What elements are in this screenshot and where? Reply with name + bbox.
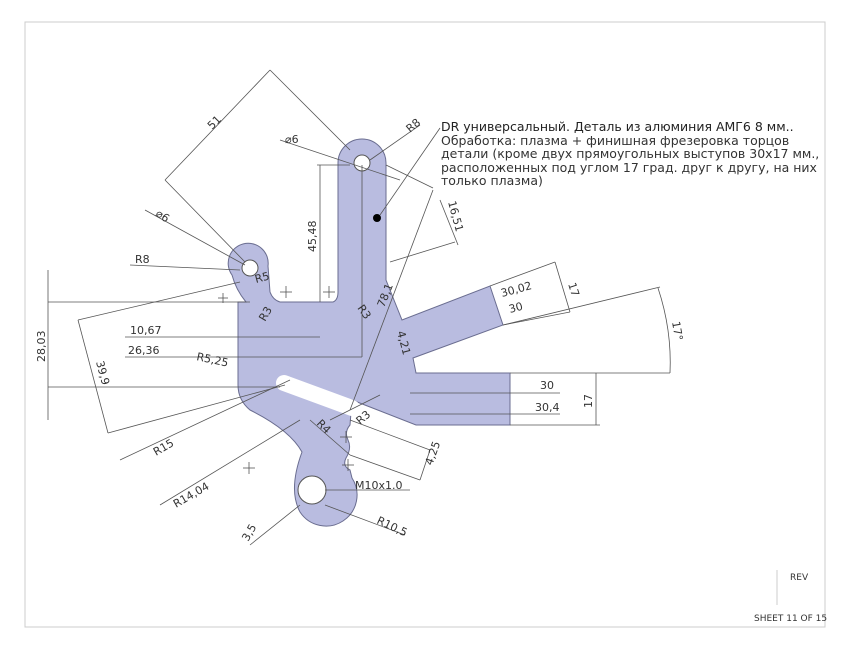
dim-r5: R5	[253, 270, 271, 286]
dim-10-67: 10,67	[130, 324, 162, 337]
dim-dia6-top: ⌀6	[285, 133, 299, 146]
note-line: детали (кроме двух прямоугольных выступо…	[441, 146, 820, 161]
dim-4-25: 4,25	[423, 440, 444, 467]
note-line: расположенных под углом 17 град. друг к …	[441, 159, 817, 175]
dim-17-lower: 17	[582, 394, 595, 408]
dim-45-48: 45,48	[306, 221, 319, 253]
dim-51: 51	[205, 113, 224, 132]
part-note: DR универсальный. Деталь из алюминия АМГ…	[441, 120, 821, 188]
dim-26-36: 26,36	[128, 344, 160, 357]
rev-label: REV	[790, 573, 809, 583]
dim-r15: R15	[151, 437, 176, 459]
note-leader-dot	[373, 214, 381, 222]
dim-30-02: 30,02	[499, 279, 533, 300]
dim-dia6-left: ⌀6	[153, 207, 172, 225]
sheet-number: SHEET 11 OF 15	[754, 614, 828, 624]
slot	[276, 375, 360, 416]
dim-angle-17: 17°	[669, 320, 685, 341]
dim-16-51: 16,51	[445, 199, 466, 233]
dim-28-03: 28,03	[35, 331, 48, 363]
sheet-border	[24, 21, 826, 628]
dimension-lines	[47, 69, 671, 546]
dim-r10-5: R10,5	[375, 514, 410, 539]
dim-r8-top: R8	[404, 116, 424, 135]
center-marks	[218, 286, 354, 474]
dim-r8-left: R8	[135, 253, 150, 266]
dim-39-9: 39,9	[93, 359, 112, 386]
dim-r5-25: R5,25	[195, 350, 229, 369]
dim-r14-04: R14,04	[171, 480, 211, 511]
note-line: DR универсальный. Деталь из алюминия АМГ…	[441, 119, 794, 134]
note-line: только плазма)	[441, 173, 543, 188]
dim-30-4: 30,4	[535, 401, 560, 414]
note-line: Обработка: плазма + финишная фрезеровка …	[441, 132, 790, 148]
dim-4-21: 4,21	[394, 329, 413, 356]
part-outline	[227, 138, 511, 527]
dim-r3-a: R3	[256, 304, 275, 323]
dim-m10: M10x1.0	[355, 479, 403, 492]
dim-17-upper: 17	[565, 281, 582, 298]
dim-30-upper: 30	[507, 300, 524, 316]
left-hole	[241, 259, 259, 277]
dim-30-lower: 30	[540, 379, 554, 392]
m10-hole	[297, 475, 327, 505]
